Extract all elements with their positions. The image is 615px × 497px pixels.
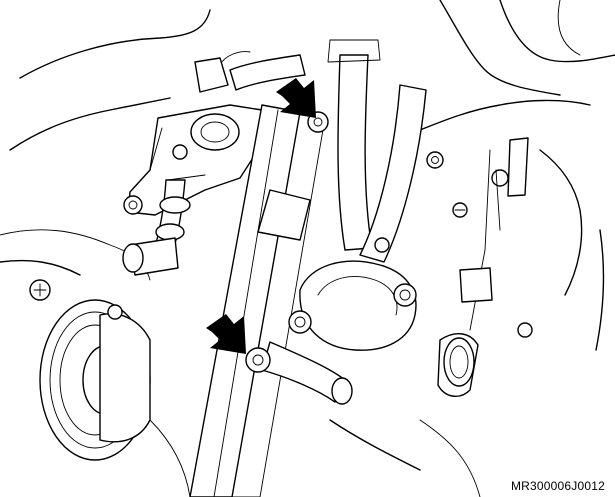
coolant-hoses [194, 39, 427, 263]
upper-bolt-arrow [276, 78, 316, 118]
support-rail [189, 104, 326, 497]
lower-pipe [261, 267, 493, 405]
flange-plate [288, 260, 417, 351]
pulley [29, 279, 151, 461]
figure-reference-code: MR300006J0012 [510, 479, 605, 493]
left-pipe-assembly [122, 179, 191, 276]
lower-bolt-arrow [206, 314, 246, 354]
vertical-rod [495, 137, 529, 231]
mounting-bracket [123, 104, 263, 216]
